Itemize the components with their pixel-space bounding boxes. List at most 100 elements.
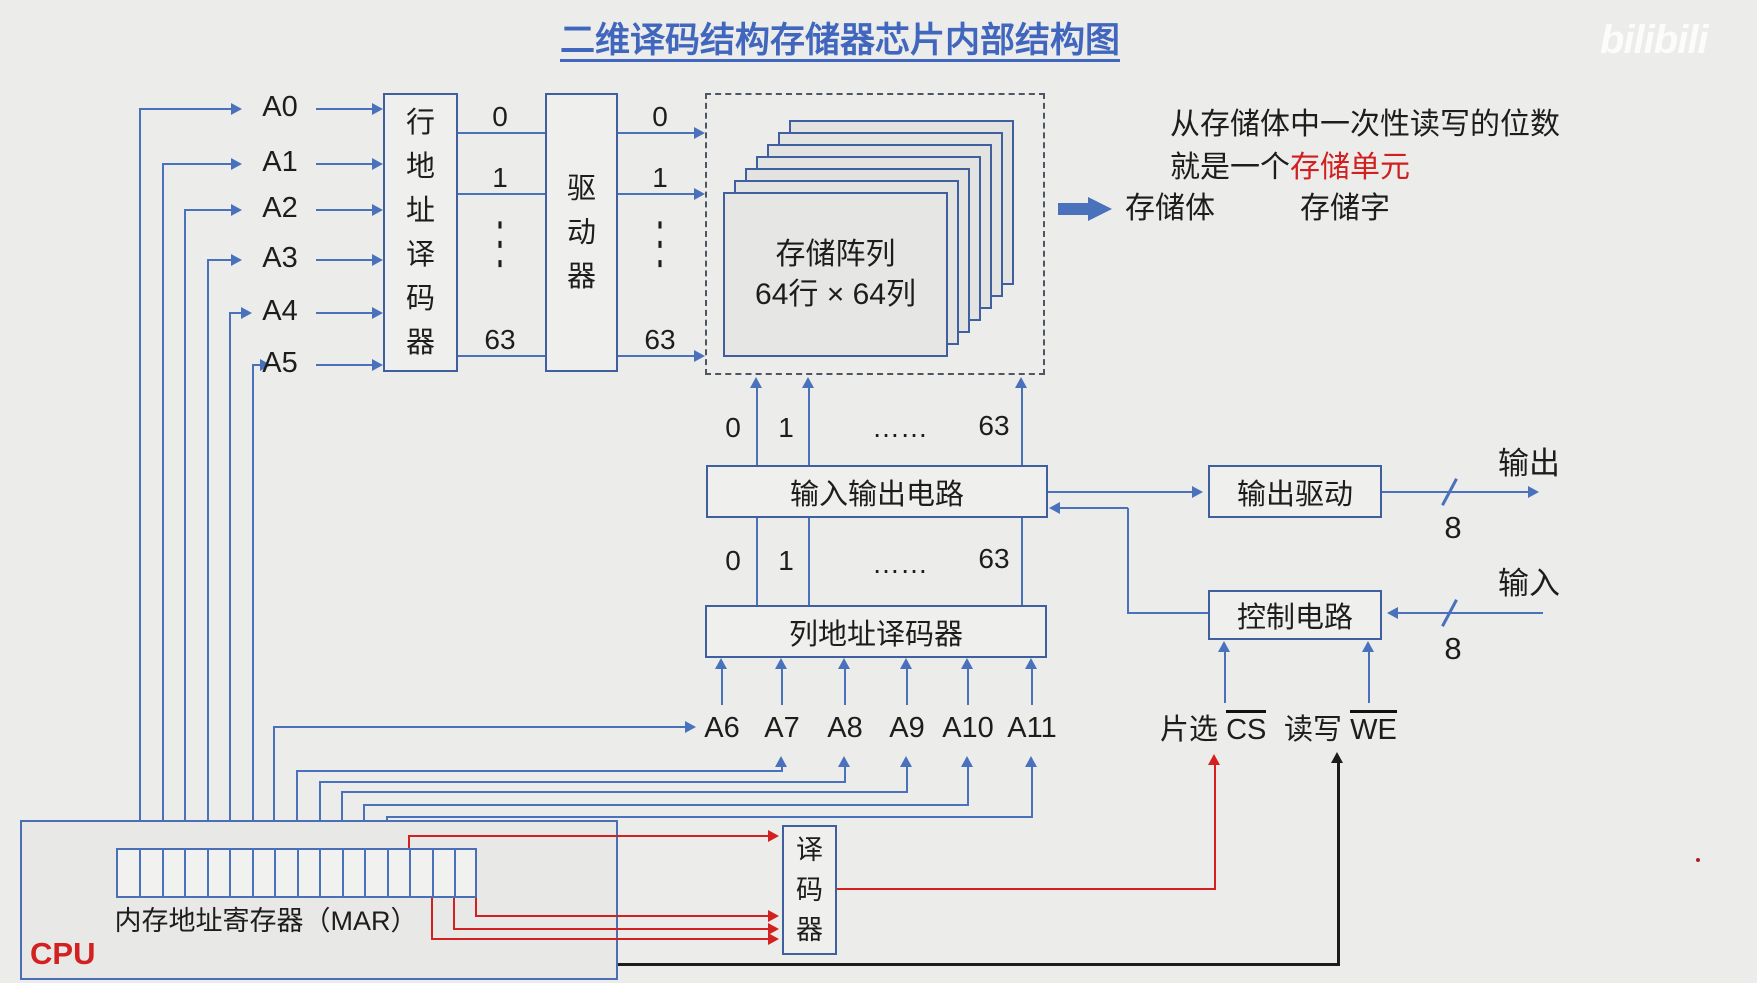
mar-label: 内存地址寄存器（MAR） xyxy=(114,906,418,936)
arrowhead xyxy=(372,307,383,319)
address-bit-a10: A10 xyxy=(942,712,994,744)
arrowhead xyxy=(900,756,912,767)
arrowhead xyxy=(372,204,383,216)
register-cell-divider xyxy=(342,848,344,898)
connector xyxy=(229,312,231,848)
cpu-label: CPU xyxy=(30,936,96,971)
arrowhead xyxy=(775,658,787,669)
arrowhead xyxy=(750,377,762,388)
storage-bank-label: 存储体 xyxy=(1125,192,1215,225)
output-bus-width: 8 xyxy=(1444,510,1462,545)
connector xyxy=(618,963,1340,966)
connector xyxy=(319,781,845,783)
io-circuit-label: 输入输出电路 xyxy=(789,478,964,511)
memory-array-size: 64行 × 64列 xyxy=(755,277,916,311)
colline-index-63: 63 xyxy=(978,543,1010,574)
wordline-index-63: 63 xyxy=(644,324,676,355)
arrowhead xyxy=(231,158,242,170)
connector xyxy=(1021,388,1023,465)
annotation-line2: 就是一个存储单元 xyxy=(1170,151,1410,186)
arrowhead xyxy=(685,721,696,733)
connector xyxy=(458,193,545,195)
annotation-line1: 从存储体中一次性读写的位数 xyxy=(1170,108,1560,141)
row-index-dots: ⋮ xyxy=(485,212,515,276)
arrowhead xyxy=(1025,658,1037,669)
connector xyxy=(1398,612,1543,614)
driver-label: 驱动器 xyxy=(566,172,596,293)
connector xyxy=(1048,491,1192,493)
connector xyxy=(844,668,846,705)
connector xyxy=(967,668,969,705)
arrowhead xyxy=(1387,607,1398,619)
arrowhead xyxy=(372,254,383,266)
row-index-1: 1 xyxy=(492,162,508,193)
connector xyxy=(1368,650,1370,703)
arrowhead xyxy=(802,377,814,388)
connector xyxy=(252,364,260,366)
annotation-storage-unit: 存储单元 xyxy=(1290,151,1410,184)
register-cell-divider xyxy=(274,848,276,898)
address-bit-a1: A1 xyxy=(262,146,298,178)
arrowhead xyxy=(260,359,271,371)
connector xyxy=(1382,491,1528,493)
connector xyxy=(316,209,372,211)
connector xyxy=(808,518,810,605)
connector xyxy=(273,726,685,728)
wordline-index-1: 1 xyxy=(652,162,668,193)
bitline-index-63: 63 xyxy=(978,410,1010,441)
register-cell-divider xyxy=(184,848,186,898)
row-index-0: 0 xyxy=(492,101,508,132)
memory-plane-front: 存储阵列 64行 × 64列 xyxy=(723,192,948,357)
connector xyxy=(139,108,141,848)
driver-box: 驱动器 xyxy=(545,93,618,372)
storage-word-label: 存储字 xyxy=(1300,192,1390,225)
arrowhead xyxy=(372,158,383,170)
connector xyxy=(363,804,968,806)
col-address-decoder-label: 列地址译码器 xyxy=(788,618,963,651)
chip-select-decoder-label: 译码器 xyxy=(796,835,823,945)
register-cell-divider xyxy=(297,848,299,898)
memory-array-title: 存储阵列 xyxy=(775,237,896,271)
bitline-index-0: 0 xyxy=(725,412,741,443)
write-enable-signal: WE xyxy=(1350,710,1397,745)
connector xyxy=(207,259,231,261)
connector xyxy=(781,668,783,705)
connector xyxy=(386,816,1032,818)
connector xyxy=(458,132,545,134)
chip-select-label: 片选 CS xyxy=(1160,710,1267,747)
connector xyxy=(273,726,275,848)
connector xyxy=(316,259,372,261)
register-cell-divider xyxy=(229,848,231,898)
mar-register xyxy=(116,848,477,898)
connector xyxy=(431,938,768,940)
memory-array-container xyxy=(705,93,1045,375)
connector xyxy=(319,781,321,848)
connector xyxy=(1128,612,1208,614)
connector xyxy=(1060,507,1128,509)
output-driver-box: 输出驱动 xyxy=(1208,465,1382,518)
arrowhead xyxy=(1362,641,1374,652)
arrowhead xyxy=(231,204,242,216)
bitline-index-1: 1 xyxy=(778,412,794,443)
input-label: 输入 xyxy=(1498,566,1560,601)
arrowhead xyxy=(715,658,727,669)
page-title: 二维译码结构存储器芯片内部结构图 xyxy=(559,21,1120,60)
bold-arrow-icon xyxy=(1058,203,1088,215)
chip-select-prefix: 片选 xyxy=(1160,714,1219,746)
connector xyxy=(844,766,846,783)
address-bit-a2: A2 xyxy=(262,192,298,224)
connector xyxy=(837,888,1215,890)
connector xyxy=(316,163,372,165)
connector xyxy=(618,193,695,195)
address-bit-a0: A0 xyxy=(262,91,298,123)
connector xyxy=(756,518,758,605)
register-cell-divider xyxy=(162,848,164,898)
col-address-decoder-box: 列地址译码器 xyxy=(705,605,1047,658)
arrowhead xyxy=(1049,502,1060,514)
register-cell-divider xyxy=(207,848,209,898)
wordline-index-0: 0 xyxy=(652,101,668,132)
arrowhead xyxy=(372,359,383,371)
arrowhead xyxy=(1015,377,1027,388)
colline-index-dots: …… xyxy=(872,548,928,579)
io-circuit-box: 输入输出电路 xyxy=(706,465,1048,518)
